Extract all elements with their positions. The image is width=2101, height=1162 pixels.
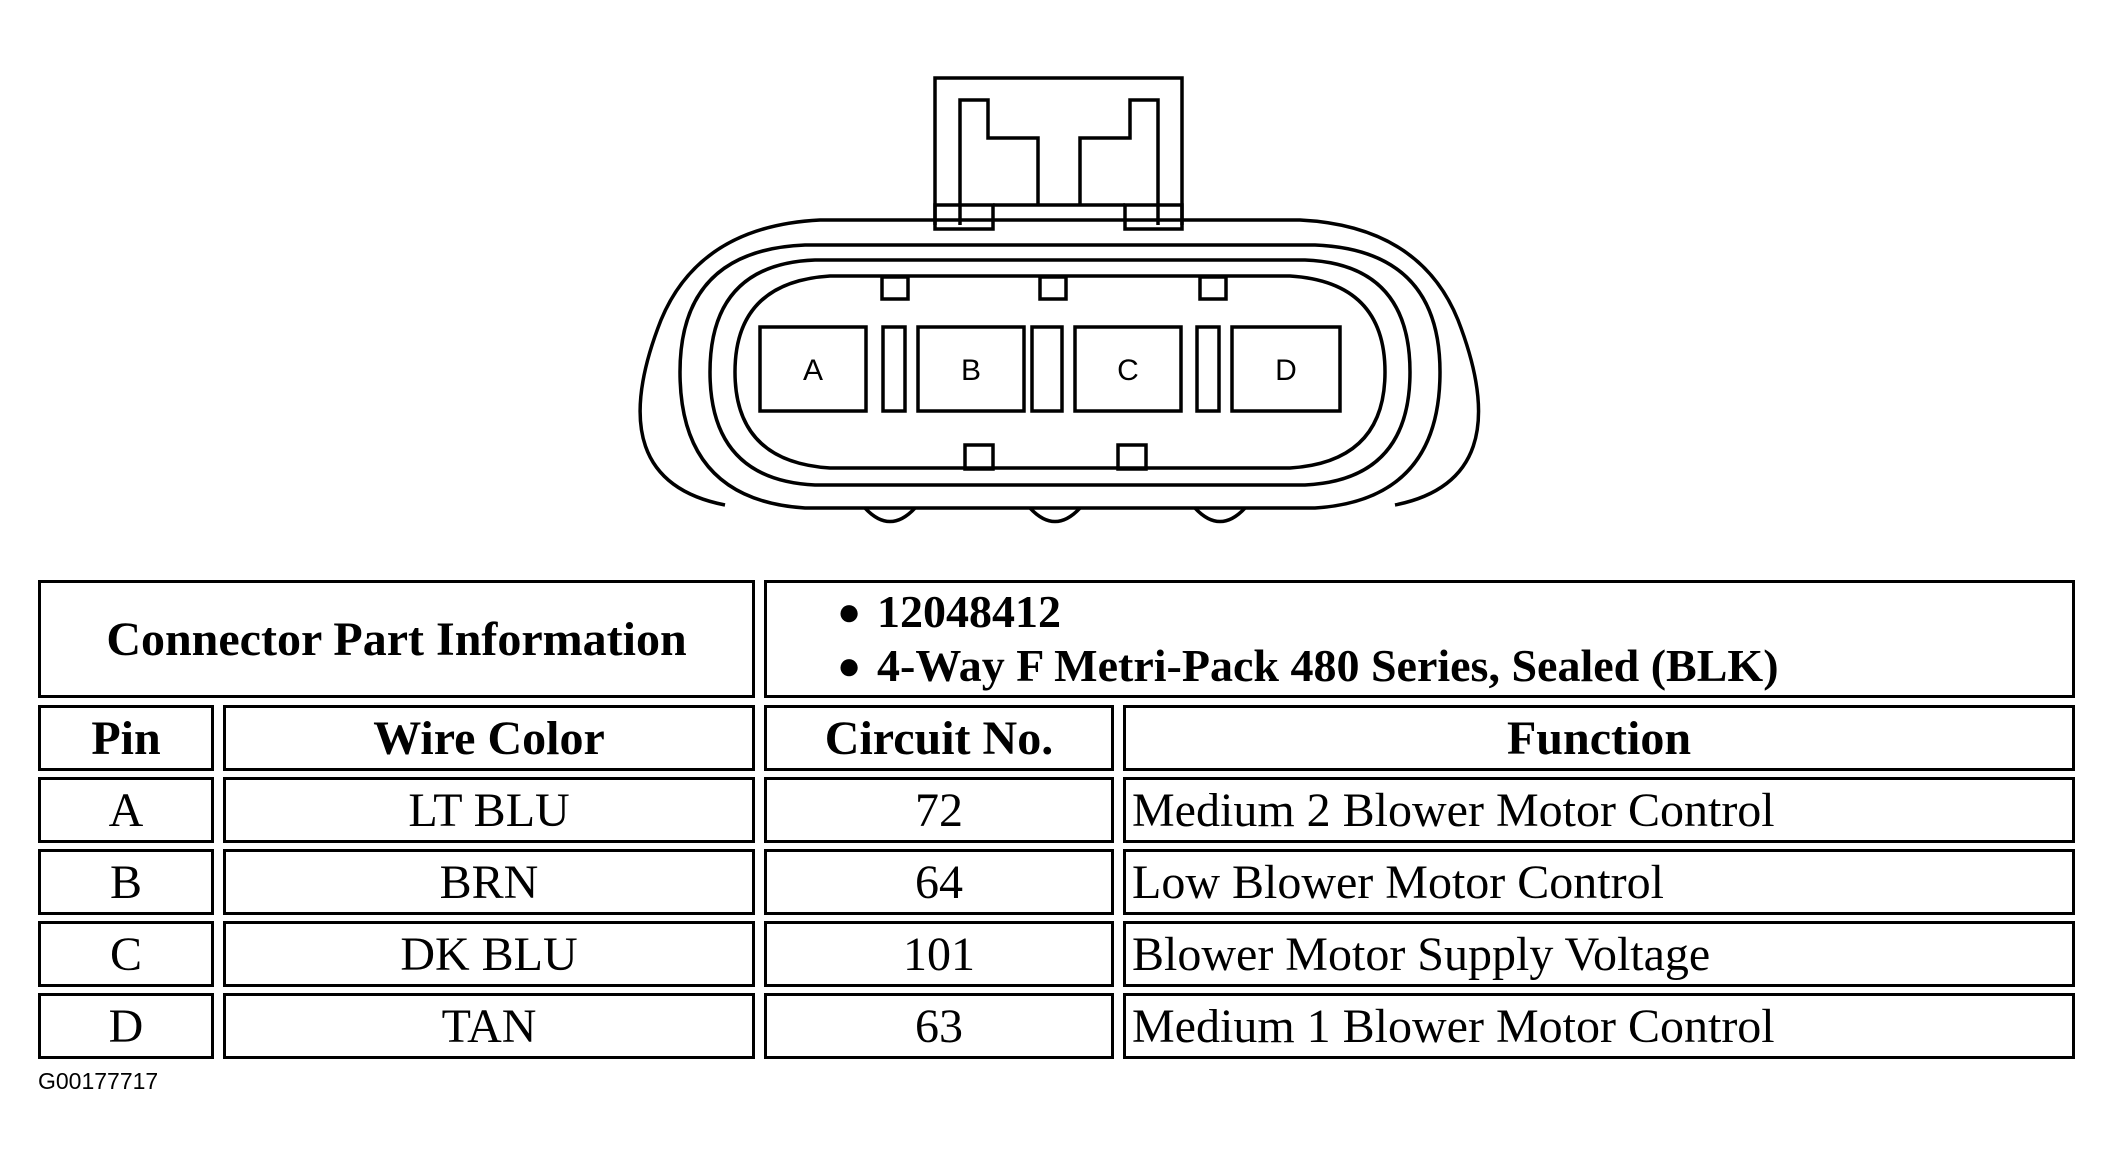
part-number: 12048412 [877,586,1061,637]
locking-tab-inner-right [1078,98,1160,225]
part-description: 4-Way F Metri-Pack 480 Series, Sealed (B… [877,640,1779,691]
cell-wire-color: BRN [223,849,755,915]
key-top-3 [1198,275,1228,301]
connector-cavity [733,274,1387,470]
key-top-2 [1038,275,1068,301]
part-info-values: ● 12048412 ● 4-Way F Metri-Pack 480 Series… [764,580,2075,698]
cell-wire-color: DK BLU [223,921,755,987]
pin-cavity-d [1230,325,1342,413]
pin-label-a: A [803,354,823,387]
cell-wire-color: LT BLU [223,777,755,843]
divider-2 [1030,325,1064,413]
locking-tab-outer [933,76,1184,225]
cell-wire-color: TAN [223,993,755,1059]
bullet-icon: ● [837,643,862,688]
cell-pin: C [38,921,214,987]
cell-pin: B [38,849,214,915]
header-wire-color: Wire Color [223,705,755,771]
pin-label-b: B [961,354,981,387]
part-description-line: ● 4-Way F Metri-Pack 480 Series, Sealed (… [837,639,1779,693]
cell-circuit: 64 [764,849,1114,915]
table-row: B BRN 64 Low Blower Motor Control [38,849,2075,915]
key-bottom-1 [963,443,995,471]
part-info-label: Connector Part Information [38,580,755,698]
tab-base-left [933,203,995,231]
cell-circuit: 101 [764,921,1114,987]
cell-function: Low Blower Motor Control [1123,849,2075,915]
divider-3 [1195,325,1221,413]
header-circuit: Circuit No. [764,705,1114,771]
rib-3 [1193,506,1247,524]
header-function: Function [1123,705,2075,771]
part-number-line: ● 12048412 [837,585,1061,639]
cell-pin: D [38,993,214,1059]
bullet-icon: ● [837,589,862,634]
locking-tab-inner-left [958,98,1040,225]
connector-outer-shell [638,218,1481,507]
pin-cavity-c [1073,325,1183,413]
table-header-row: Pin Wire Color Circuit No. Function [38,705,2075,771]
table-row: D TAN 63 Medium 1 Blower Motor Control [38,993,2075,1059]
figure-id: G00177717 [38,1068,159,1094]
cell-function: Medium 1 Blower Motor Control [1123,993,2075,1059]
cell-function: Medium 2 Blower Motor Control [1123,777,2075,843]
rib-2 [1028,506,1082,524]
cell-function: Blower Motor Supply Voltage [1123,921,2075,987]
cell-pin: A [38,777,214,843]
connector-seal [708,258,1412,487]
pin-label-c: C [1117,354,1139,387]
table-row: C DK BLU 101 Blower Motor Supply Voltage [38,921,2075,987]
cell-circuit: 63 [764,993,1114,1059]
table-row: A LT BLU 72 Medium 2 Blower Motor Contro… [38,777,2075,843]
key-bottom-2 [1116,443,1148,471]
divider-1 [881,325,907,413]
cell-circuit: 72 [764,777,1114,843]
pin-cavity-b [916,325,1026,413]
header-pin: Pin [38,705,214,771]
connector-body [678,243,1442,510]
key-top-1 [880,275,910,301]
tab-base-right [1123,203,1184,231]
rib-1 [863,506,917,524]
connector-face-diagram: A B C D [638,76,1481,524]
pin-cavity-a [758,325,868,413]
part-info-row: Connector Part Information ● 12048412 ● 4-… [38,580,2075,698]
pin-label-d: D [1275,354,1297,387]
